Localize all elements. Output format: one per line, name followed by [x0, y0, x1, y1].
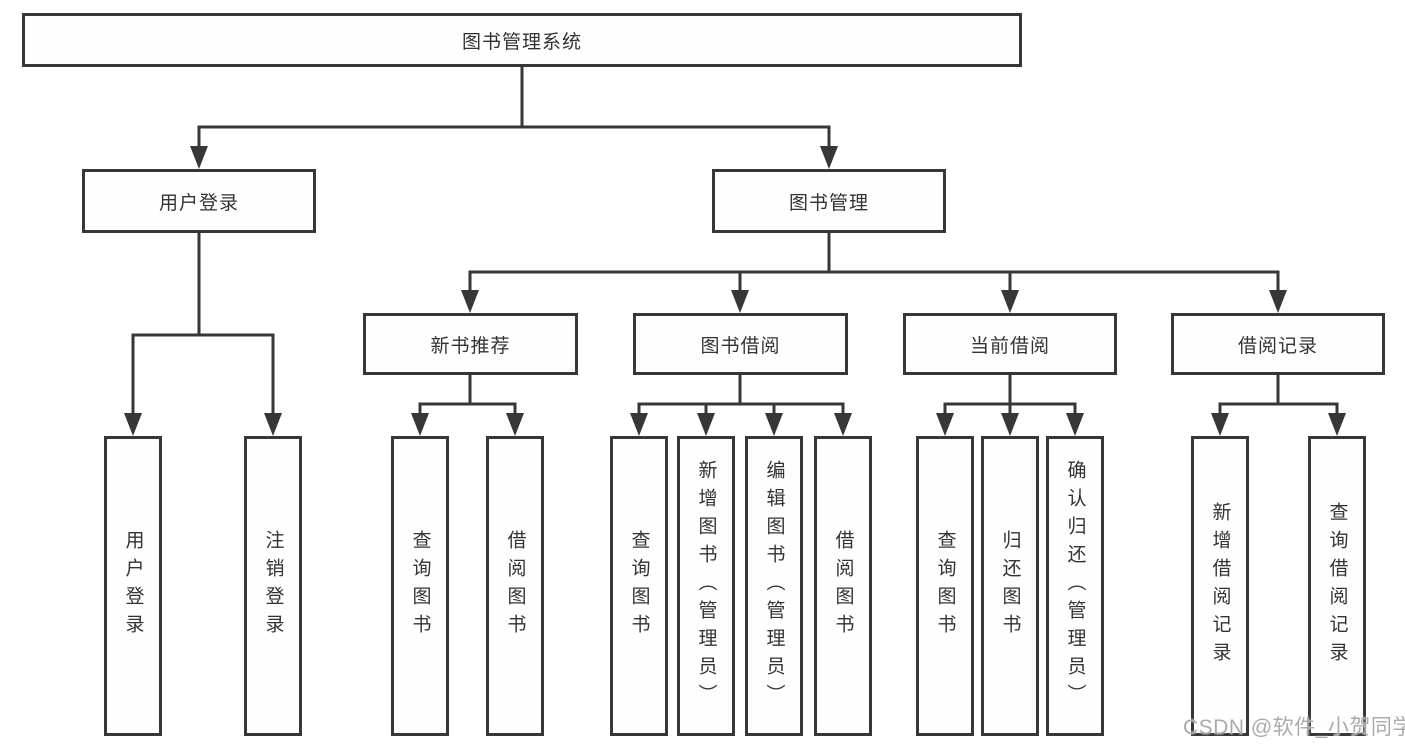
connector-book-borrow-children — [630, 373, 852, 436]
connector-book-management-children — [461, 231, 1287, 313]
connector-new-book-children — [411, 373, 524, 436]
node-label: 借阅图书 — [504, 530, 526, 642]
connector-borrow-record-children — [1211, 373, 1346, 436]
node-user-login: 用户登录 — [82, 169, 316, 233]
leaf-borrow-books: 借阅图书 — [814, 436, 872, 736]
leaf-query-books-recommend: 查询图书 — [391, 436, 449, 736]
leaf-add-borrow-record: 新增借阅记录 — [1191, 436, 1249, 736]
leaf-query-borrow-record: 查询借阅记录 — [1308, 436, 1366, 736]
node-current-borrow: 当前借阅 — [903, 313, 1117, 375]
node-label: 新增借阅记录 — [1209, 502, 1231, 670]
node-label: 查询图书 — [628, 530, 650, 642]
node-library-management-system: 图书管理系统 — [22, 13, 1022, 67]
leaf-user-login: 用户登录 — [104, 436, 162, 736]
node-label: 编辑图书（管理员） — [763, 460, 785, 712]
node-new-book-recommend: 新书推荐 — [363, 313, 578, 375]
leaf-borrow-books-recommend: 借阅图书 — [486, 436, 544, 736]
node-label: 归还图书 — [999, 530, 1021, 642]
node-label: 借阅图书 — [832, 530, 854, 642]
node-label: 新书推荐 — [430, 335, 511, 357]
node-label: 确认归还（管理员） — [1064, 460, 1086, 712]
leaf-return-books: 归还图书 — [981, 436, 1039, 736]
node-label: 注销登录 — [262, 530, 284, 642]
node-label: 查询图书 — [934, 530, 956, 642]
leaf-confirm-return-admin: 确认归还（管理员） — [1046, 436, 1104, 736]
leaf-query-books-borrow: 查询图书 — [610, 436, 668, 736]
leaf-query-books-current: 查询图书 — [916, 436, 974, 736]
csdn-watermark: CSDN @软件_小贺同学 — [1183, 716, 1405, 739]
node-label: 查询借阅记录 — [1326, 502, 1348, 670]
node-label: 借阅记录 — [1237, 335, 1318, 357]
node-book-borrow: 图书借阅 — [633, 313, 848, 375]
node-label: 用户登录 — [158, 192, 239, 214]
node-label: 图书管理 — [788, 192, 869, 214]
node-label: 图书借阅 — [700, 335, 781, 357]
node-borrow-records: 借阅记录 — [1171, 313, 1385, 375]
node-label: 当前借阅 — [969, 335, 1050, 357]
connector-root-to-level2 — [190, 65, 838, 169]
connector-user-login-children — [124, 231, 282, 436]
node-label: 查询图书 — [409, 530, 431, 642]
node-label: 用户登录 — [122, 530, 144, 642]
node-book-management: 图书管理 — [712, 169, 946, 233]
connector-current-borrow-children — [936, 373, 1084, 436]
leaf-logout: 注销登录 — [244, 436, 302, 736]
node-label: 图书管理系统 — [461, 31, 582, 53]
leaf-add-books-admin: 新增图书（管理员） — [677, 436, 735, 736]
node-label: 新增图书（管理员） — [695, 460, 717, 712]
leaf-edit-books-admin: 编辑图书（管理员） — [745, 436, 803, 736]
